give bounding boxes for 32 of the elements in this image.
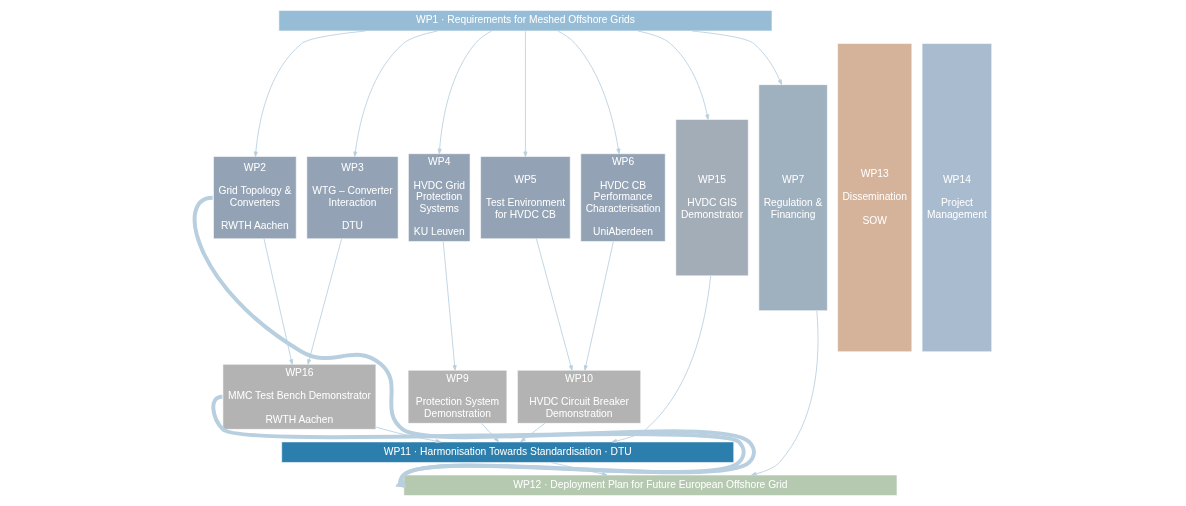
arrow: [637, 30, 710, 120]
arrow: [437, 30, 493, 155]
arrow: [442, 241, 457, 371]
arrow: [550, 462, 608, 476]
arrow: [751, 310, 819, 476]
arrow: [192, 195, 756, 488]
node-box: WP6 HVDC CB Performance Characterisation UniAberdeen: [580, 153, 666, 242]
node-box: WP2 Grid Topology & Converters RWTH Aachen: [213, 156, 297, 239]
arrow: [583, 241, 614, 371]
arrow: [253, 30, 367, 157]
node-box: WP3 WTG – Converter Interaction DTU: [306, 156, 399, 239]
arrow: [375, 426, 442, 444]
arrow: [520, 422, 546, 443]
node-box: WP9 Protection System Demonstration: [407, 370, 508, 424]
arrow: [523, 30, 528, 157]
node-box: WP15 HVDC GIS Demonstrator: [675, 119, 749, 277]
node-box: WP13 Dissemination SOW: [837, 43, 913, 353]
node-box: WP5 Test Environment for HVDC CB: [480, 156, 571, 239]
node-box: WP10 HVDC Circuit Breaker Demonstration: [517, 370, 641, 424]
arrow: [481, 422, 499, 443]
arrow: [611, 275, 712, 443]
node-box: WP16 MMC Test Bench Demonstrator RWTH Aachen: [222, 364, 377, 430]
arrow: [307, 238, 343, 365]
node-box: WP1 · Requirements for Meshed Offshore Grids: [278, 10, 773, 32]
arrow: [557, 30, 621, 155]
arrow: [691, 30, 782, 85]
node-box: WP4 HVDC Grid Protection Systems KU Leuven: [408, 153, 471, 242]
arrow: [535, 238, 573, 371]
arrow: [263, 238, 294, 365]
node-box: WP14 Project Management: [921, 43, 992, 353]
node-box: WP7 Regulation & Financing: [758, 84, 828, 311]
arrow: [353, 30, 438, 157]
